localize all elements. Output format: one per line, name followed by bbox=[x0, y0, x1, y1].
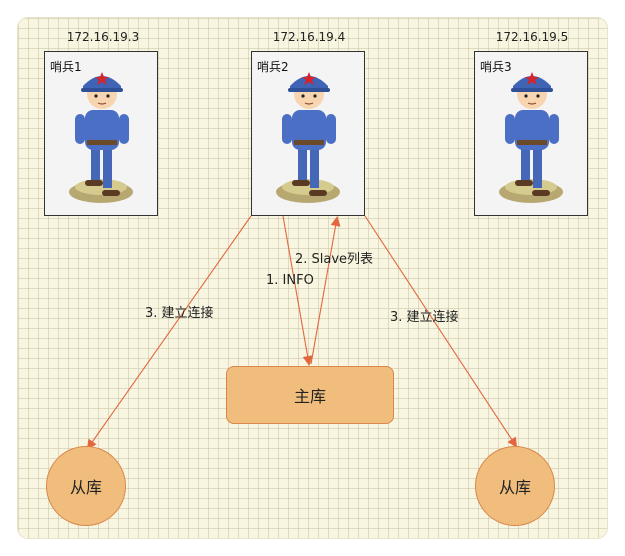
edge-connect-right bbox=[364, 215, 518, 448]
sentinel-3-ip: 172.16.19.5 bbox=[495, 30, 569, 44]
replica-left-label: 从库 bbox=[69, 478, 102, 497]
sentinel-1-ip: 172.16.19.3 bbox=[66, 30, 140, 44]
sentinel-2-ip: 172.16.19.4 bbox=[272, 30, 346, 44]
soldier-icon bbox=[69, 72, 133, 203]
edge-connect-left bbox=[86, 215, 252, 450]
sentinel-2-node: 哨兵2 bbox=[251, 51, 365, 216]
sentinel-2-label: 哨兵2 bbox=[257, 60, 289, 74]
replica-right-label: 从库 bbox=[498, 478, 531, 497]
replica-left-node: 从库 bbox=[46, 446, 126, 526]
edge-info bbox=[282, 215, 313, 366]
soldier-icon bbox=[499, 72, 563, 203]
soldier-icon bbox=[276, 72, 340, 203]
edge-label-connect-right: 3. 建立连接 bbox=[390, 310, 459, 325]
replica-right-node: 从库 bbox=[475, 446, 555, 526]
sentinel-3-label: 哨兵3 bbox=[480, 60, 512, 74]
master-node: 主库 bbox=[226, 366, 394, 424]
master-label: 主库 bbox=[293, 387, 326, 406]
sentinel-1-node: 哨兵1 bbox=[44, 51, 158, 216]
edge-label-connect-left: 3. 建立连接 bbox=[145, 306, 214, 321]
edge-label-info: 1. INFO bbox=[266, 273, 314, 288]
sentinel-3-node: 哨兵3 bbox=[474, 51, 588, 216]
edge-label-slave-list: 2. Slave列表 bbox=[295, 252, 374, 267]
sentinel-1-label: 哨兵1 bbox=[50, 60, 82, 74]
edge-slave-list bbox=[310, 216, 341, 365]
